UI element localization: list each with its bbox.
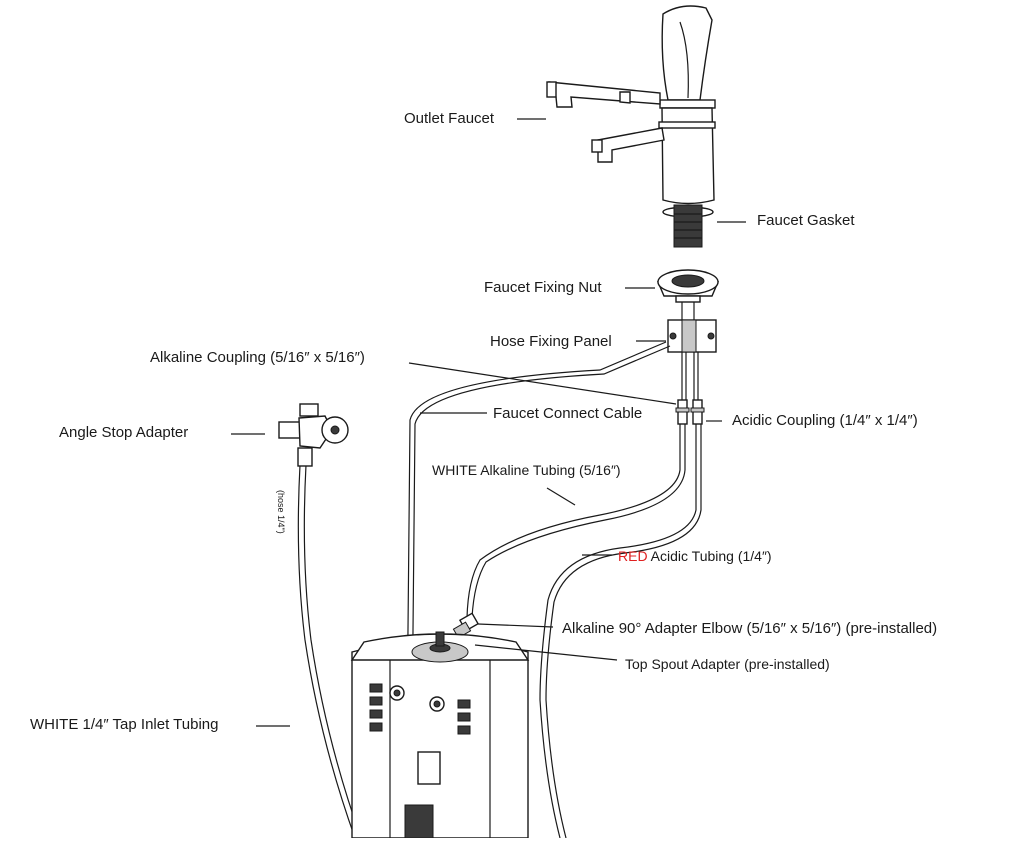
- label-red-word: RED: [618, 548, 648, 564]
- tubing: [297, 341, 702, 839]
- label-angle-stop-adapter: Angle Stop Adapter: [59, 424, 189, 441]
- outlet-faucet: [546, 5, 716, 205]
- label-top-spout-adapter: Top Spout Adapter (pre-installed): [625, 656, 830, 672]
- label-red-acidic-tubing: RED Acidic Tubing (1/4″): [618, 547, 772, 565]
- label-white-alkaline-tubing: WHITE Alkaline Tubing (5/16″): [432, 462, 621, 478]
- faucet-gasket: [662, 204, 714, 248]
- label-outlet-faucet: Outlet Faucet: [404, 110, 495, 127]
- couplings: [675, 399, 705, 425]
- label-acidic-coupling: Acidic Coupling (1/4″ x 1/4″): [732, 412, 918, 429]
- faucet-fixing-nut: [656, 269, 720, 303]
- water-ionizer-unit: [350, 631, 530, 839]
- label-alkaline-coupling: Alkaline Coupling (5/16″ x 5/16″): [150, 349, 365, 366]
- leader-lines: [231, 118, 746, 727]
- hose-fixing-panel: [667, 302, 717, 353]
- label-faucet-connect-cable: Faucet Connect Cable: [493, 405, 643, 422]
- label-faucet-fixing-nut: Faucet Fixing Nut: [484, 279, 602, 296]
- label-hose-fixing-panel: Hose Fixing Panel: [490, 333, 612, 350]
- label-hose-marking: (hose 1/4"): [276, 490, 286, 534]
- label-acidic-tubing-text: Acidic Tubing (1/4″): [647, 548, 772, 564]
- label-tap-inlet-tubing: WHITE 1/4″ Tap Inlet Tubing: [30, 716, 219, 733]
- angle-stop-adapter: [278, 403, 349, 467]
- label-faucet-gasket: Faucet Gasket: [757, 212, 855, 229]
- label-alkaline-elbow: Alkaline 90° Adapter Elbow (5/16″ x 5/16…: [562, 620, 938, 637]
